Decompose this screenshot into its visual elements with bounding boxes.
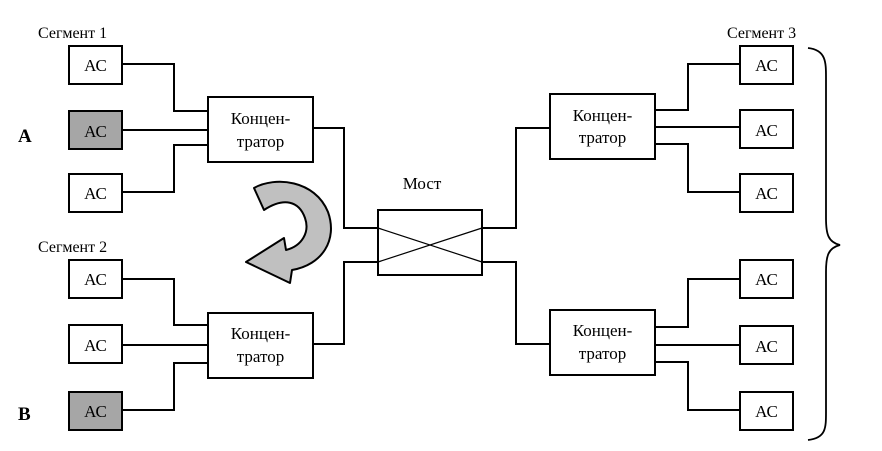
station-label: АС — [755, 121, 778, 140]
station-label: АС — [84, 336, 107, 355]
station-b-highlighted: АС — [68, 391, 123, 431]
station-s2-1: АС — [68, 259, 123, 299]
station-s1-1: АС — [68, 45, 123, 85]
segment-1-wires — [122, 63, 378, 229]
segment-3-wires — [482, 63, 740, 411]
station-s3-6: АС — [739, 391, 794, 431]
curved-arrow-icon — [245, 180, 332, 284]
station-label: АС — [84, 56, 107, 75]
hub-label-line1: Концен- — [573, 106, 633, 125]
hub-label-line1: Концен- — [573, 321, 633, 340]
hub-segment-3-lower: Концен- тратор — [549, 309, 656, 376]
station-s2-2: АС — [68, 324, 123, 364]
station-label: АС — [84, 270, 107, 289]
station-label: АС — [755, 56, 778, 75]
station-s1-3: АС — [68, 173, 123, 213]
segment-1-label: Сегмент 1 — [38, 25, 107, 42]
station-label: АС — [755, 270, 778, 289]
station-label: АС — [755, 402, 778, 421]
station-a-highlighted: АС — [68, 110, 123, 150]
station-s3-1: АС — [739, 45, 794, 85]
station-label: АС — [755, 337, 778, 356]
marker-a: A — [18, 126, 32, 147]
station-label: АС — [84, 122, 107, 141]
hub-label-line1: Концен- — [231, 324, 291, 343]
segment-2-wires — [122, 261, 378, 411]
station-label: АС — [84, 402, 107, 421]
segment-3-brace — [807, 47, 841, 441]
hub-segment-1: Концен- тратор — [207, 96, 314, 163]
station-s3-4: АС — [739, 259, 794, 299]
hub-segment-2: Концен- тратор — [207, 312, 314, 379]
hub-label-line2: тратор — [237, 132, 284, 151]
segment-3-label: Сегмент 3 — [727, 25, 796, 42]
station-s3-3: АС — [739, 173, 794, 213]
station-label: АС — [755, 184, 778, 203]
bridge — [377, 209, 483, 276]
marker-b: B — [18, 404, 31, 425]
station-label: АС — [84, 184, 107, 203]
bridge-cross-line-2 — [377, 227, 483, 263]
segment-2-label: Сегмент 2 — [38, 239, 107, 256]
hub-segment-3-upper: Концен- тратор — [549, 93, 656, 160]
station-s3-5: АС — [739, 325, 794, 365]
hub-label-line2: тратор — [579, 344, 626, 363]
bridge-label: Мост — [403, 174, 442, 193]
hub-label-line1: Концен- — [231, 109, 291, 128]
station-s3-2: АС — [739, 109, 794, 149]
hub-label-line2: тратор — [237, 347, 284, 366]
hub-label-line2: тратор — [579, 128, 626, 147]
